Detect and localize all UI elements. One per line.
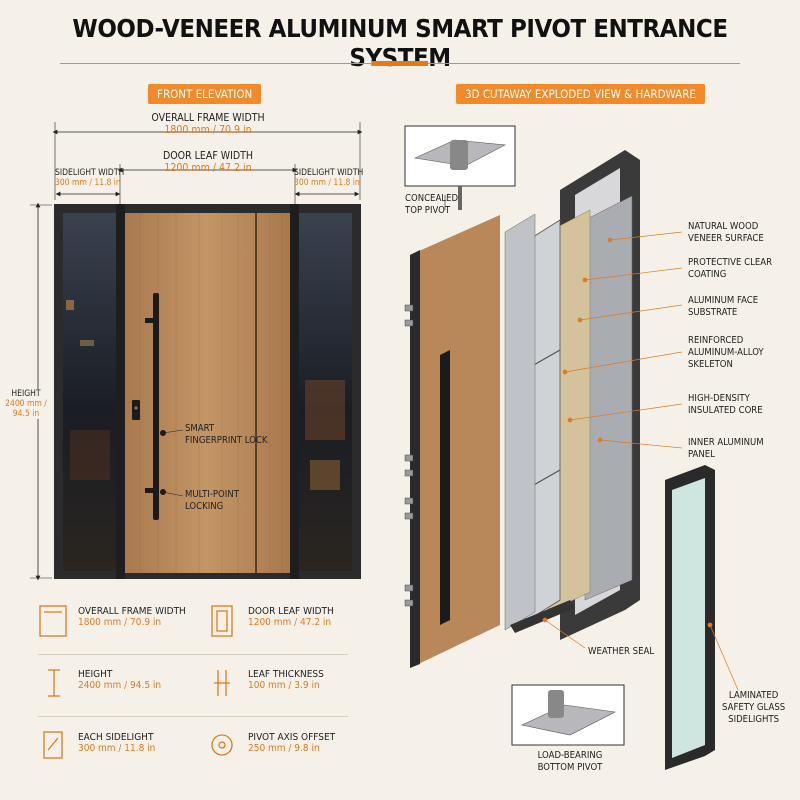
right-sidelight-width-label: SIDELIGHT WIDTH [294, 168, 364, 178]
exploded-wood-leaf [410, 215, 500, 668]
page-title: WOOD-VENEER ALUMINUM SMART PIVOT ENTRANC… [72, 14, 728, 72]
layer-inner-panel: INNER ALUMINUM PANEL [688, 437, 764, 460]
layer-face-substrate: ALUMINUM FACE SUBSTRATE [688, 295, 759, 318]
laminated-safety-glass [672, 478, 705, 758]
front-elevation-badge: FRONT ELEVATION [148, 84, 262, 104]
multipoint-lock-bolts [404, 304, 414, 607]
spec-height: HEIGHT 2400 mm / 94.5 in [78, 669, 162, 691]
top-pivot-label-2: TOP PIVOT [405, 205, 451, 216]
pivot-icon [211, 734, 233, 756]
left-sidelight-glass [63, 213, 116, 571]
weather-seal-label: WEATHER SEAL [588, 646, 655, 657]
right-sidelight-width-value: 300 mm / 11.8 in [294, 178, 360, 188]
frame-width-icon [39, 605, 67, 637]
pull-handle [153, 293, 159, 520]
left-sidelight-width-value: 300 mm / 11.8 in [55, 178, 121, 188]
layer-alloy-skeleton: REINFORCED ALUMINUM-ALLOY SKELETON [688, 335, 764, 370]
glass-label-1: LAMINATED [728, 690, 779, 701]
right-sidelight-glass [299, 213, 352, 571]
spec-pivot-offset: PIVOT AXIS OFFSET 250 mm / 9.8 in [248, 732, 336, 754]
thickness-icon [214, 670, 230, 696]
smart-lock-callout-2: FINGERPRINT LOCK [185, 435, 268, 446]
bottom-pivot-label-2: BOTTOM PIVOT [537, 762, 603, 773]
weather-seal-strip [510, 600, 575, 633]
left-sidelight-width-label: SIDELIGHT WIDTH [55, 168, 125, 178]
glass-label-2: SAFETY GLASS [722, 702, 786, 713]
spec-overall-width: OVERALL FRAME WIDTH 1800 mm / 70.9 in [78, 606, 186, 628]
leaf-width-value: 1200 mm / 47.2 in [164, 162, 252, 174]
overall-width-value: 1800 mm / 70.9 in [164, 124, 252, 136]
smart-lock-callout-1: SMART [185, 423, 215, 434]
multipoint-callout-1: MULTI-POINT [185, 489, 239, 500]
layer-wood-veneer: NATURAL WOOD VENEER SURFACE [688, 221, 764, 244]
wood-veneer-door-leaf [125, 213, 290, 573]
fingerprint-lock [132, 400, 140, 420]
spec-leaf-width: DOOR LEAF WIDTH 1200 mm / 47.2 in [248, 606, 334, 628]
title-accent-bar [372, 61, 428, 66]
height-icon [48, 669, 60, 697]
top-pivot-label-1: CONCEALED [405, 193, 459, 204]
spec-each-sidelight: EACH SIDELIGHT 300 mm / 11.8 in [78, 732, 156, 754]
overall-width-label: OVERALL FRAME WIDTH [151, 112, 265, 124]
layer-clear-coating: PROTECTIVE CLEAR COATING [688, 257, 773, 280]
aluminum-face-substrate [504, 213, 536, 631]
multipoint-callout-2: LOCKING [185, 501, 224, 512]
height-value-line1: 2400 mm / [5, 399, 47, 409]
sidelight-icon [43, 731, 63, 759]
glass-label-3: SIDELIGHTS [728, 714, 780, 725]
height-label: HEIGHT [11, 389, 41, 399]
height-value-line2: 94.5 in [12, 409, 40, 419]
exploded-pull-handle [440, 350, 450, 625]
leaf-width-label: DOOR LEAF WIDTH [162, 150, 254, 162]
inner-aluminum-panel [584, 195, 633, 601]
spec-leaf-thickness: LEAF THICKNESS 100 mm / 3.9 in [248, 669, 324, 691]
door-leaf-icon [211, 605, 233, 637]
layer-insulated-core: HIGH-DENSITY INSULATED CORE [688, 393, 763, 416]
exploded-view-badge: 3D CUTAWAY EXPLODED VIEW & HARDWARE [456, 84, 705, 104]
bottom-pivot-label-1: LOAD-BEARING [537, 750, 603, 761]
